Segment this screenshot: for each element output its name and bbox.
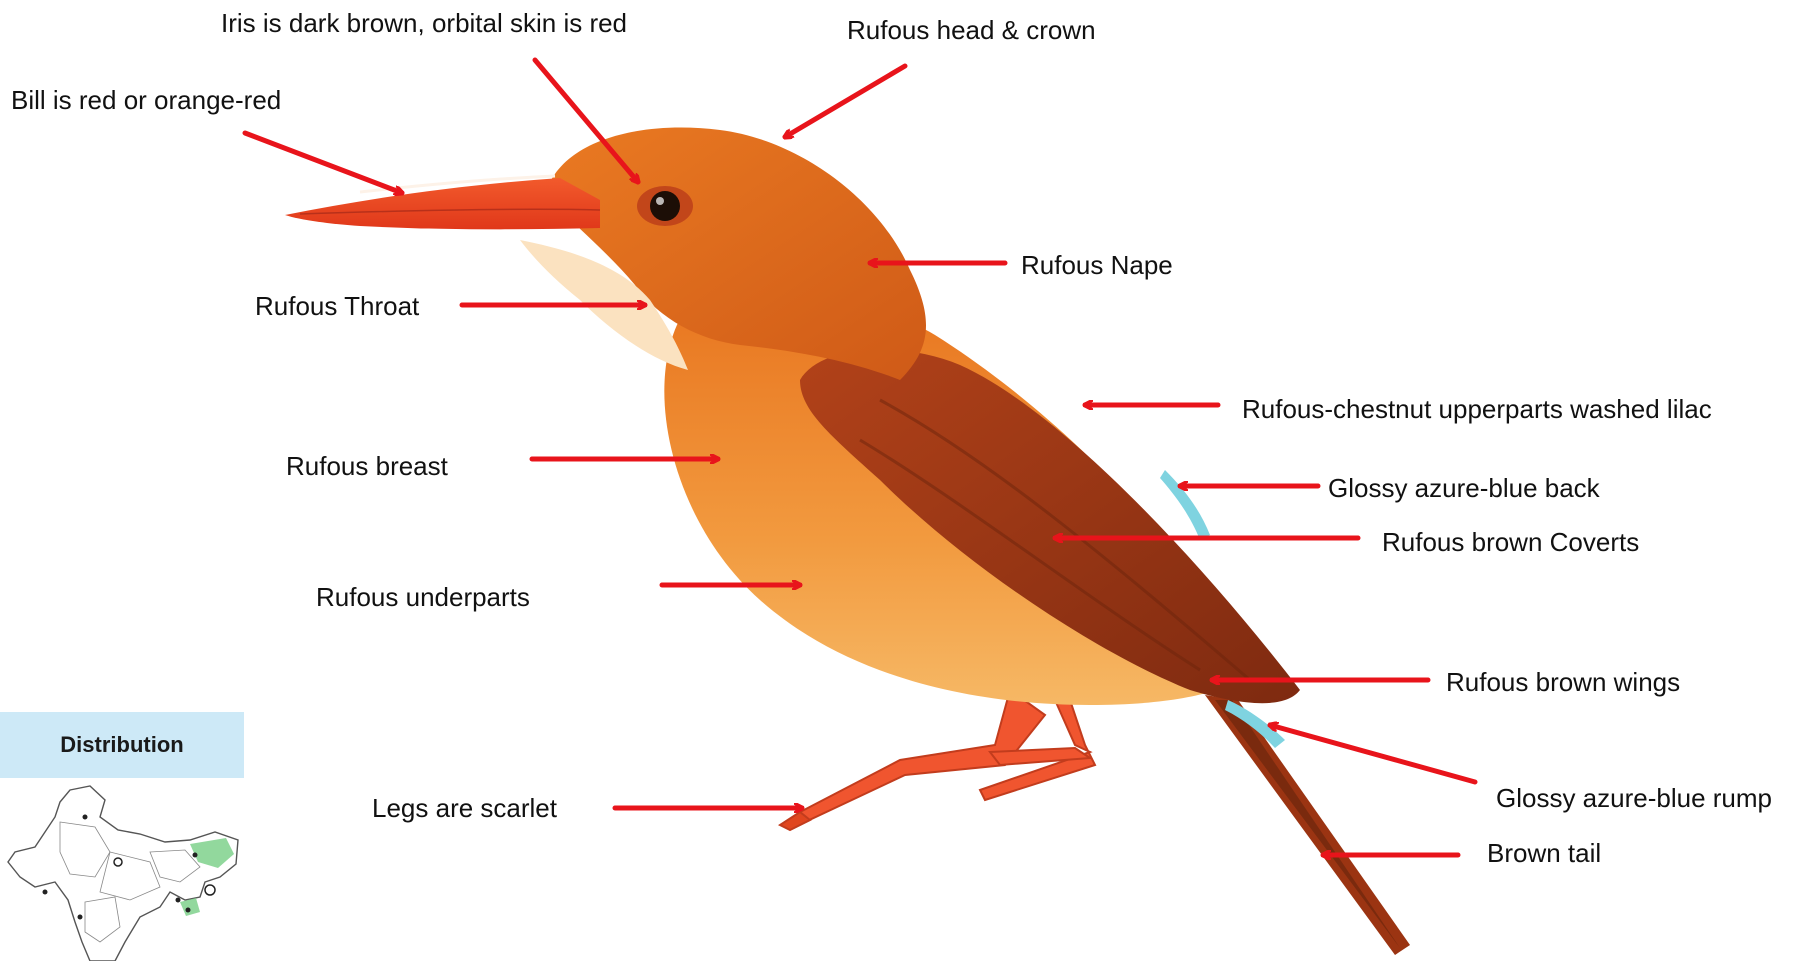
distribution-panel: Distribution [0,712,244,961]
label-head: Rufous head & crown [847,17,1096,43]
label-nape: Rufous Nape [1021,252,1173,278]
label-upperparts: Rufous-chestnut upperparts washed lilac [1242,396,1712,422]
bird-head [545,128,926,380]
bird-legs [780,690,1095,830]
arrow-rump [1270,725,1475,782]
label-bill: Bill is red or orange-red [11,87,281,113]
distribution-map [0,782,244,961]
azure-back [1160,470,1210,540]
india-outline [8,786,238,961]
label-legs: Legs are scarlet [372,795,557,821]
range-east-coast [180,898,200,916]
label-iris: Iris is dark brown, orbital skin is red [221,10,627,36]
bird-bill [285,178,600,229]
distribution-title: Distribution [0,712,244,778]
arrow-head [785,66,905,137]
bird-eye [650,191,680,221]
label-back: Glossy azure-blue back [1328,475,1600,501]
label-rump: Glossy azure-blue rump [1496,785,1772,811]
label-breast: Rufous breast [286,453,448,479]
label-underparts: Rufous underparts [316,584,530,610]
label-wings: Rufous brown wings [1446,669,1680,695]
label-coverts: Rufous brown Coverts [1382,529,1639,555]
label-tail: Brown tail [1487,840,1601,866]
label-throat: Rufous Throat [255,293,419,319]
arrow-bill [245,133,402,193]
